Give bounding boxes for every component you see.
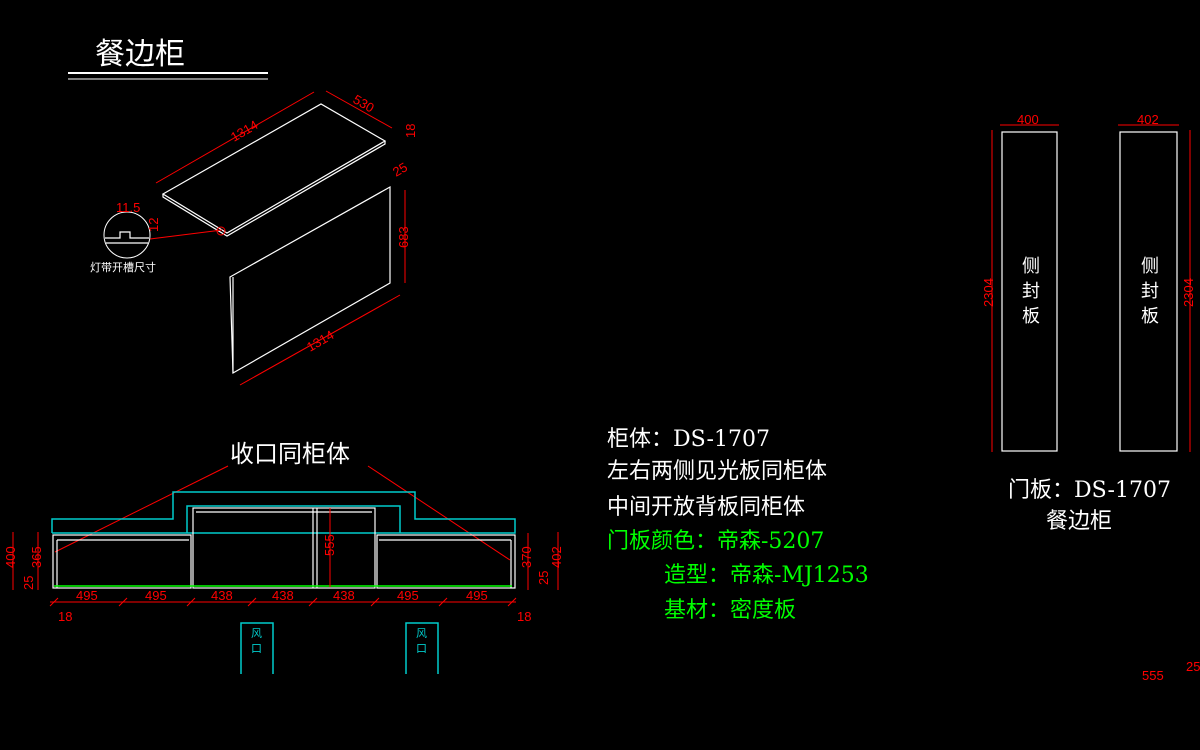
callout-leader-left — [54, 465, 229, 553]
dim-top-depth: 530 — [351, 92, 377, 116]
dim-right-panel-width: 402 — [1137, 112, 1159, 127]
dim-right-base: 25 — [536, 571, 551, 585]
dim-left-inner: 365 — [29, 546, 44, 568]
note-side: 左右两侧见光板同柜体 — [607, 459, 827, 484]
dim-width-1: 495 — [76, 588, 98, 603]
fragment-dim-2: 25 — [1186, 659, 1200, 674]
dim-width-4: 438 — [272, 588, 294, 603]
svg-text:风: 风 — [416, 627, 427, 640]
vent-left: 风 口 — [240, 622, 274, 674]
elevation-dimensions: 495 495 438 438 438 495 495 18 18 400 36… — [3, 508, 564, 624]
iso-back-panel — [229, 185, 391, 375]
groove-caption: 灯带开槽尺寸 — [90, 260, 156, 274]
dimension-tick — [247, 597, 257, 607]
note-substrate: 基材：密度板 — [664, 598, 796, 623]
side-panel-name: 餐边柜 — [1046, 509, 1112, 534]
dimension-tick — [370, 597, 380, 607]
side-panel-left: 侧 封 板 400 2304 — [981, 112, 1059, 452]
svg-text:侧: 侧 — [1022, 256, 1040, 277]
note-back: 中间开放背板同柜体 — [607, 495, 805, 520]
dim-groove-width: 11.5 — [116, 200, 140, 215]
note-door-color: 门板颜色：帝森-5207 — [607, 529, 824, 554]
dim-left-panel-height: 2304 — [981, 278, 996, 307]
dim-middle-height: 555 — [322, 534, 337, 556]
dim-right-end: 18 — [517, 609, 531, 624]
dim-top-thickness: 18 — [403, 124, 418, 138]
groove-detail: 11.5 12 灯带开槽尺寸 — [90, 200, 226, 274]
svg-text:风: 风 — [251, 627, 262, 640]
dimension-tick — [308, 597, 318, 607]
dim-back-thickness: 25 — [390, 159, 410, 179]
dim-top-length: 1314 — [228, 117, 261, 144]
svg-text:封: 封 — [1141, 281, 1159, 302]
door-note: 门板：DS-1707 — [1008, 478, 1171, 503]
dim-width-3: 438 — [211, 588, 233, 603]
dimension-tick — [438, 597, 448, 607]
material-notes: 柜体：DS-1707 左右两侧见光板同柜体 中间开放背板同柜体 门板颜色：帝森-… — [607, 427, 869, 623]
svg-text:口: 口 — [251, 642, 262, 655]
dim-right-panel-height: 2304 — [1181, 278, 1196, 307]
iso-dimensions: 1314 530 18 25 683 1314 — [149, 90, 418, 386]
note-cabinet: 柜体：DS-1707 — [607, 427, 770, 452]
svg-text:侧: 侧 — [1141, 256, 1159, 277]
iso-top-board — [161, 103, 387, 237]
dim-width-6: 495 — [397, 588, 419, 603]
dim-right-height: 402 — [549, 546, 564, 568]
svg-text:封: 封 — [1022, 281, 1040, 302]
dim-width-7: 495 — [466, 588, 488, 603]
side-panel-right: 侧 封 板 402 2304 — [1118, 112, 1196, 452]
callout-label: 收口同柜体 — [230, 440, 350, 468]
svg-text:板: 板 — [1022, 306, 1040, 327]
svg-text:口: 口 — [416, 642, 427, 655]
dim-right-inner: 370 — [519, 546, 534, 568]
fragment-dim-1: 555 — [1142, 668, 1164, 683]
cornice-outline — [51, 491, 516, 534]
callout-leader-right — [367, 465, 511, 561]
svg-text:板: 板 — [1141, 306, 1159, 327]
dim-left-panel-width: 400 — [1017, 112, 1039, 127]
dim-groove-depth: 12 — [146, 218, 161, 232]
dim-width-5: 438 — [333, 588, 355, 603]
dimension-tick — [49, 597, 59, 607]
dim-left-base: 25 — [21, 576, 36, 590]
drawing-title: 餐边柜 — [95, 37, 185, 72]
dim-left-end: 18 — [58, 609, 72, 624]
dim-width-2: 495 — [145, 588, 167, 603]
cabinet-elevation — [52, 507, 516, 589]
dimension-tick — [118, 597, 128, 607]
vent-right: 风 口 — [405, 622, 439, 674]
dim-back-height: 683 — [396, 226, 411, 248]
dim-left-height: 400 — [3, 546, 18, 568]
dimension-tick — [507, 597, 517, 607]
dim-back-length: 1314 — [304, 327, 337, 354]
dimension-tick — [186, 597, 196, 607]
note-style: 造型：帝森-MJ1253 — [664, 563, 869, 588]
